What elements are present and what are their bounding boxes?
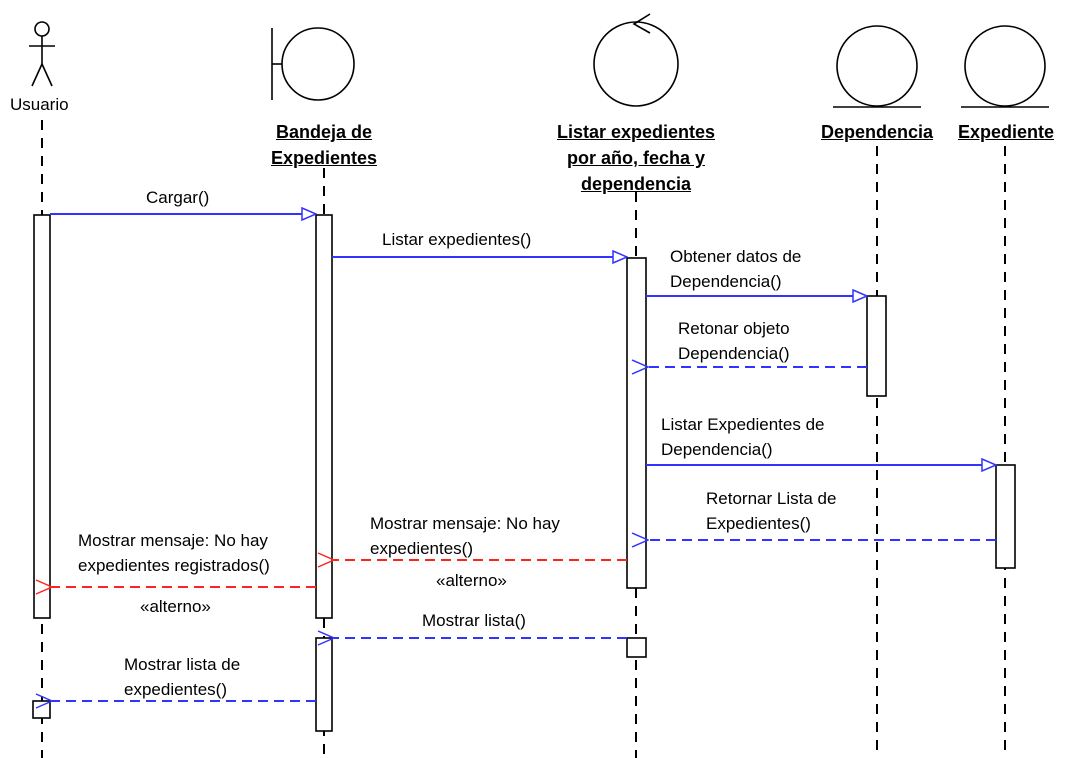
participant-bandeja-line-1: Bandeja de — [275, 122, 373, 142]
message-label-line: Obtener datos de — [670, 247, 802, 266]
message-label: Retornar Lista de Expedientes() — [706, 486, 836, 536]
activation-listar — [626, 257, 647, 589]
participant-usuario-name: Usuario — [10, 95, 69, 114]
activation-usuario-2 — [32, 700, 51, 719]
participant-listar-line-1: Listar expedientes — [556, 122, 716, 142]
message-label-line: Listar Expedientes de — [661, 415, 825, 434]
participant-bandeja-line-2: Expedientes — [270, 148, 378, 168]
activation-dependencia — [866, 295, 887, 397]
participant-listar-name: Listar expedientes por año, fecha y depe… — [526, 119, 746, 197]
activation-bars — [32, 214, 1016, 732]
entity-icon — [961, 25, 1049, 108]
message-label-line: expedientes() — [370, 539, 474, 558]
activation-listar-2 — [626, 637, 647, 658]
message-label-line: Dependencia() — [670, 272, 782, 291]
message-stereotype: «alterno» — [140, 597, 211, 616]
participant-dependencia-name: Dependencia — [820, 122, 934, 142]
participant-listar-line-2: por año, fecha y — [566, 148, 706, 168]
message-label-line: Retonar objeto — [678, 319, 790, 338]
message-label-line: Dependencia() — [678, 344, 790, 363]
message-label: Listar expedientes() — [382, 230, 532, 249]
message-label: Retonar objeto Dependencia() — [678, 316, 790, 366]
participant-bandeja-name: Bandeja de Expedientes — [238, 119, 410, 171]
activation-usuario — [33, 214, 51, 619]
activation-expediente — [995, 464, 1016, 569]
message-label-line: Dependencia() — [661, 440, 773, 459]
participant-listar-line-3: dependencia — [580, 174, 692, 194]
message-label-line: Expedientes() — [706, 514, 811, 533]
message-label: Mostrar lista de expedientes() — [124, 652, 240, 702]
message-label: Mostrar lista() — [422, 611, 526, 630]
message-arrows — [50, 214, 996, 701]
participant-expediente-name: Expediente — [957, 122, 1055, 142]
message-label: Mostrar mensaje: No hay expedientes regi… — [78, 528, 270, 578]
message-label-line: expedientes() — [124, 680, 228, 699]
message-label-line: Mostrar mensaje: No hay — [370, 514, 560, 533]
message-label: Cargar() — [146, 188, 210, 207]
control-icon — [593, 13, 679, 107]
message-label-line: Retornar Lista de — [706, 489, 837, 508]
activation-bandeja-2 — [315, 637, 333, 732]
message-label: Mostrar mensaje: No hay expedientes() — [370, 511, 560, 561]
message-label: Obtener datos de Dependencia() — [670, 244, 801, 294]
entity-icon — [833, 25, 921, 108]
message-label-line: expedientes registrados() — [78, 556, 270, 575]
boundary-icon — [271, 27, 355, 101]
actor-icon — [29, 21, 55, 87]
message-label-line: Mostrar mensaje: No hay — [78, 531, 268, 550]
activation-bandeja — [315, 214, 333, 619]
message-stereotype: «alterno» — [436, 571, 507, 590]
message-label: Listar Expedientes de Dependencia() — [661, 412, 825, 462]
message-label-line: Mostrar lista de — [124, 655, 241, 674]
